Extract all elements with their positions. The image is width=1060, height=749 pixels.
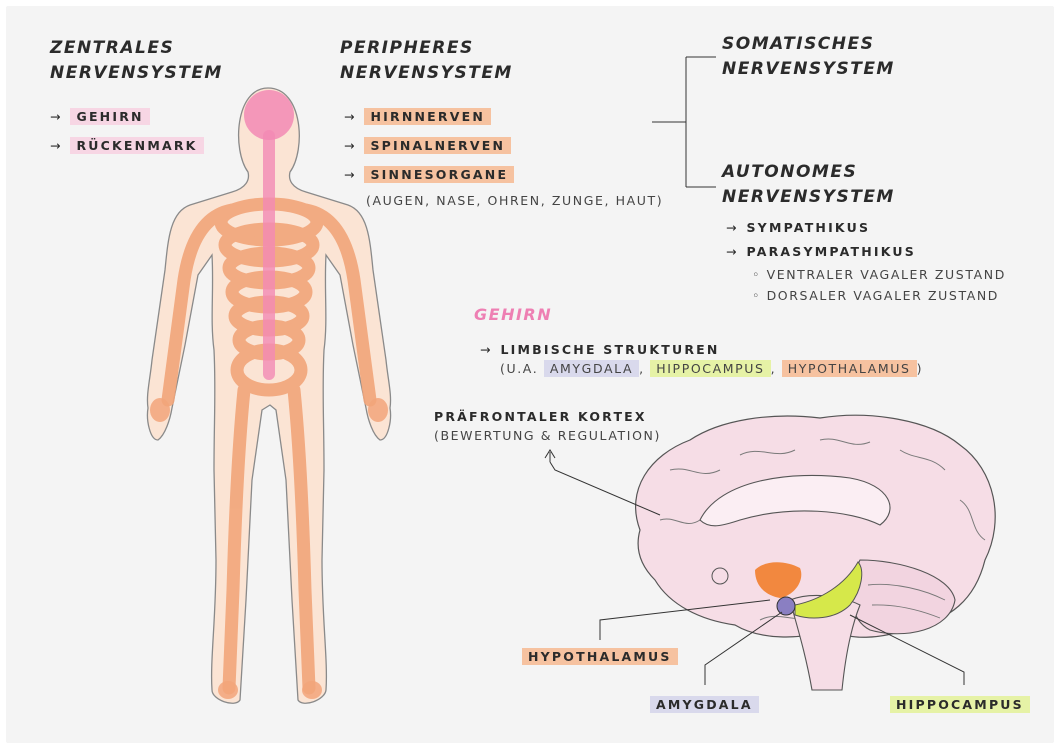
cns-item-spinal-cord: → RÜCKENMARK	[50, 136, 204, 156]
limbic-part-hippocampus: HIPPOCAMPUS	[650, 360, 770, 377]
autonomic-item-parasympathetic: → PARASYMPATHIKUS	[726, 242, 916, 262]
cns-item-label: GEHIRN	[70, 108, 149, 125]
hippocampus-label: HIPPOCAMPUS	[890, 696, 1030, 713]
autonomic-item-sympathetic: → SYMPATHIKUS	[726, 218, 870, 238]
cns-item-brain: → GEHIRN	[50, 107, 150, 127]
hypothalamus-callout: HYPOTHALAMUS	[522, 647, 678, 667]
arrow-icon: →	[480, 342, 490, 357]
limbic-structures-label: LIMBISCHE STRUKTUREN	[500, 342, 719, 357]
spinal-cord	[263, 130, 275, 380]
autonomic-subitem-dorsal: ◦ DORSALER VAGALER ZUSTAND	[752, 287, 999, 305]
cns-title-line-2: NERVENSYSTEM	[50, 61, 223, 86]
limbic-part-amygdala: AMYGDALA	[544, 360, 639, 377]
amygdala-callout: AMYGDALA	[650, 695, 759, 715]
bullet-icon: ◦	[752, 267, 761, 282]
somatic-title-line-1: SOMATISCHES	[722, 32, 895, 57]
autonomic-title: AUTONOMES NERVENSYSTEM	[722, 160, 895, 210]
subitem-label: VENTRALER VAGALER ZUSTAND	[767, 267, 1006, 282]
arrow-icon: →	[726, 220, 736, 235]
somatic-title: SOMATISCHES NERVENSYSTEM	[722, 32, 895, 82]
bullet-icon: ◦	[752, 288, 761, 303]
somatic-title-line-2: NERVENSYSTEM	[722, 57, 895, 82]
autonomic-item-label: SYMPATHIKUS	[746, 220, 870, 235]
pns-item-label: SINNESORGANE	[364, 166, 514, 183]
prefrontal-cortex-label: PRÄFRONTALER KORTEX	[434, 407, 647, 427]
pns-item-label: SPINALNERVEN	[364, 137, 511, 154]
cns-title: ZENTRALES NERVENSYSTEM	[50, 36, 223, 86]
arrow-icon: →	[344, 109, 354, 124]
prefrontal-cortex-note: (BEWERTUNG & REGULATION)	[434, 427, 661, 445]
limbic-structures-item: → LIMBISCHE STRUKTUREN	[480, 340, 720, 360]
autonomic-title-line-2: NERVENSYSTEM	[722, 185, 895, 210]
cns-item-label: RÜCKENMARK	[70, 137, 203, 154]
limbic-part-hypothalamus: HYPOTHALAMUS	[782, 360, 917, 377]
arrow-icon: →	[50, 138, 60, 153]
autonomic-item-label: PARASYMPATHIKUS	[746, 244, 915, 259]
subitem-label: DORSALER VAGALER ZUSTAND	[767, 288, 999, 303]
cns-title-line-1: ZENTRALES	[50, 36, 223, 61]
arrow-icon: →	[344, 138, 354, 153]
hypothalamus-label: HYPOTHALAMUS	[522, 648, 678, 665]
pns-title-line-2: NERVENSYSTEM	[340, 61, 513, 86]
autonomic-title-line-1: AUTONOMES	[722, 160, 895, 185]
limbic-parts-line: (U.A. AMYGDALA, HIPPOCAMPUS, HYPOTHALAMU…	[500, 359, 923, 379]
pns-item-label: HIRNNERVEN	[364, 108, 491, 125]
pns-item-spinal-nerves: → SPINALNERVEN	[344, 136, 511, 156]
brain-illustration	[636, 415, 996, 690]
arrow-icon: →	[50, 109, 60, 124]
amygdala-label: AMYGDALA	[650, 696, 759, 713]
pns-title: PERIPHERES NERVENSYSTEM	[340, 36, 513, 86]
hippocampus-callout: HIPPOCAMPUS	[890, 695, 1030, 715]
pns-item-sense-organs: → SINNESORGANE	[344, 165, 514, 185]
arrow-icon: →	[726, 244, 736, 259]
limbic-prefix: (U.A.	[500, 361, 538, 376]
pns-sense-organs-note: (AUGEN, NASE, OHREN, ZUNGE, HAUT)	[366, 192, 663, 210]
brain-section-title: GEHIRN	[474, 302, 552, 327]
pns-item-cranial-nerves: → HIRNNERVEN	[344, 107, 491, 127]
hierarchy-bracket	[652, 57, 716, 187]
arrow-icon: →	[344, 167, 354, 182]
autonomic-subitem-ventral: ◦ VENTRALER VAGALER ZUSTAND	[752, 266, 1006, 284]
pns-title-line-1: PERIPHERES	[340, 36, 513, 61]
